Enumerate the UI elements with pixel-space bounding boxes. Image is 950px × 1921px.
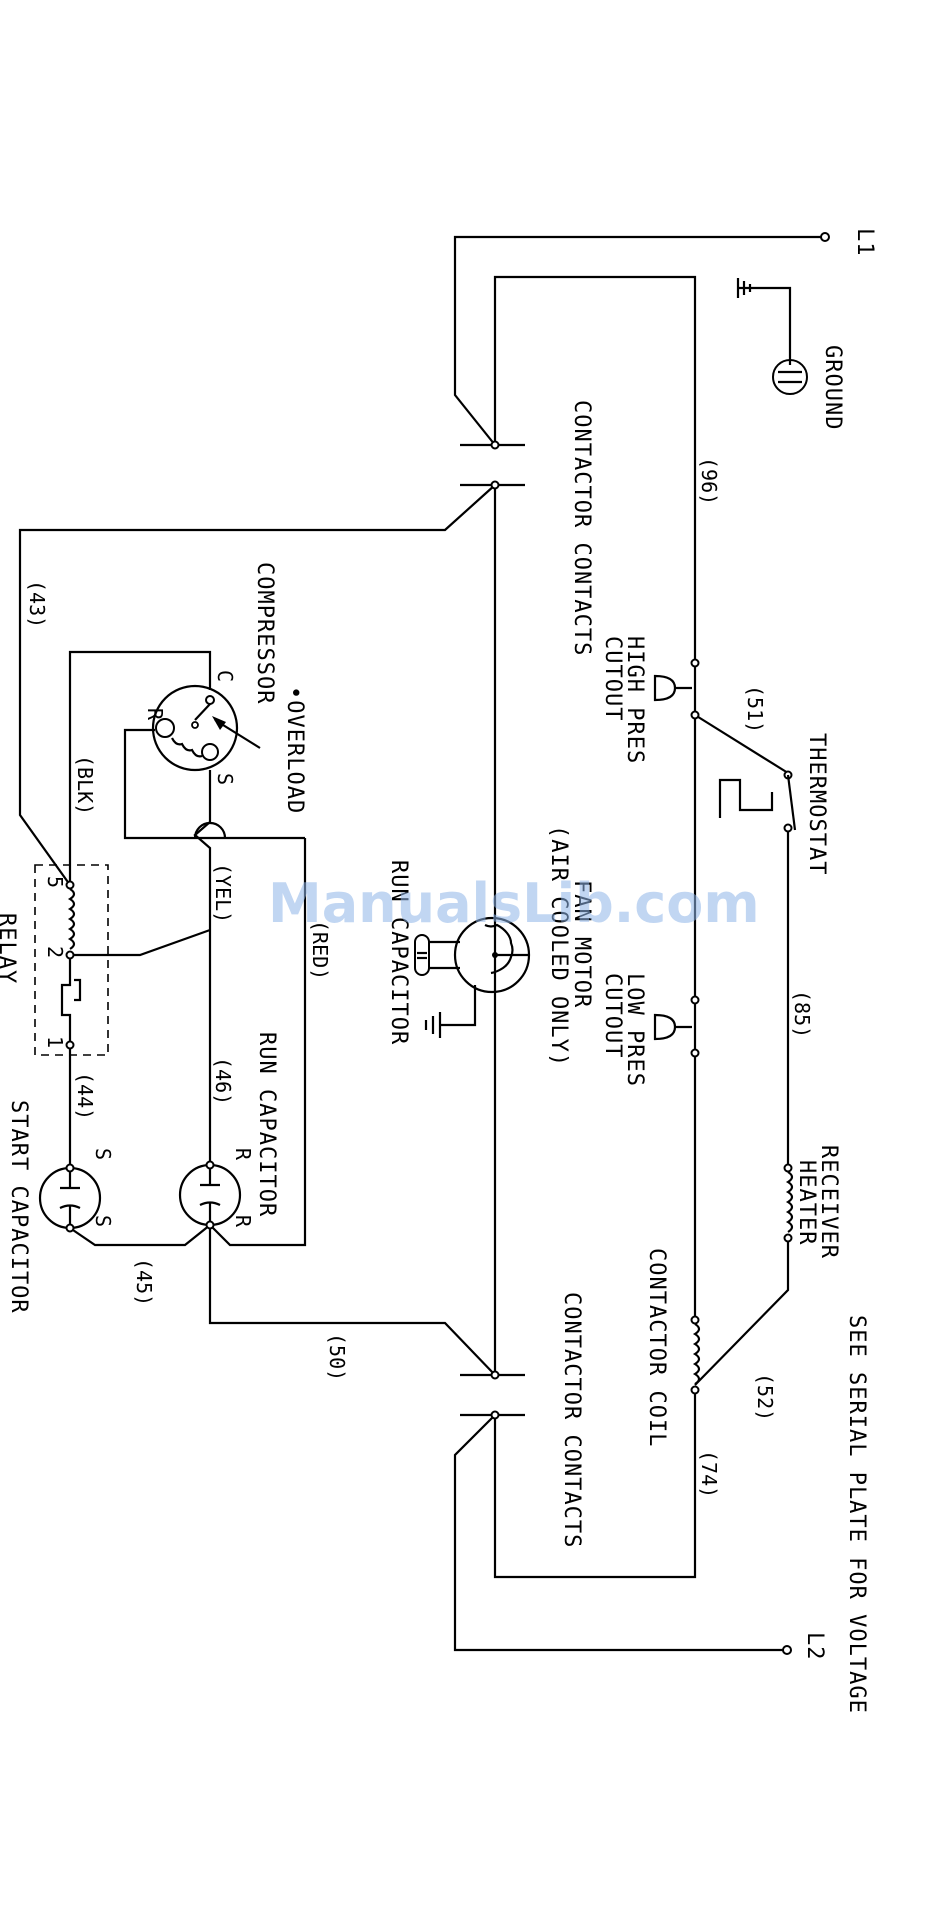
low-pres-cutout xyxy=(653,995,700,1058)
l1-terminal xyxy=(820,232,830,242)
label-wire-44: (44) xyxy=(73,1072,97,1120)
label-runcap-r-bot: R xyxy=(231,1215,255,1228)
contactor-contacts-top xyxy=(460,440,525,490)
label-run-capacitor: RUN CAPACITOR xyxy=(254,1032,279,1217)
wires xyxy=(18,235,825,1652)
label-wire-52: (52) xyxy=(753,1373,777,1421)
wire-45 xyxy=(69,1224,211,1247)
label-startcap-s-top: S xyxy=(91,1148,115,1160)
l2-terminal xyxy=(782,1645,792,1655)
label-wire-50: (50) xyxy=(325,1333,349,1381)
start-capacitor xyxy=(38,1163,102,1233)
label-l2: L2 xyxy=(802,1632,827,1661)
wire-fan-gnd xyxy=(440,985,477,1027)
fan-motor xyxy=(453,916,531,994)
wire-96 xyxy=(493,275,697,665)
wire-red xyxy=(209,838,307,1247)
wire-43 xyxy=(18,484,496,886)
receiver-heater xyxy=(783,1163,794,1243)
label-wire-96: (96) xyxy=(697,457,721,505)
label-wire-74: (74) xyxy=(697,1450,721,1498)
label-air-cooled: (AIR COOLED ONLY) xyxy=(546,825,571,1067)
contactor-coil xyxy=(690,1315,701,1395)
label-receiver: RECEIVER xyxy=(816,1145,841,1259)
label-high-pres: HIGH PRES xyxy=(622,636,647,764)
label-wire-85: (85) xyxy=(790,990,814,1038)
wire-crossover-arc xyxy=(193,821,227,839)
wire-74 xyxy=(493,1390,697,1579)
label-relay-2: 2 xyxy=(43,946,67,958)
label-high-pres-cutout: CUTOUT xyxy=(600,636,625,721)
label-wire-45: (45) xyxy=(132,1258,156,1306)
wire-l2 xyxy=(453,1414,787,1652)
fan-ground-symbol xyxy=(424,1012,442,1038)
label-low-pres: LOW PRES xyxy=(622,973,647,1087)
label-contactor-contacts-top: CONTACTOR CONTACTS xyxy=(569,400,594,656)
relay xyxy=(34,864,109,1056)
label-fan-motor: FAN MOTOR xyxy=(569,880,594,1008)
label-thermostat: THERMOSTAT xyxy=(804,733,829,875)
label-runcap-r-top: R xyxy=(231,1148,255,1161)
text-labels: L1 GROUND SEE SERIAL PLATE FOR VOLTAGE L… xyxy=(0,228,877,1714)
label-relay-1: 1 xyxy=(43,1036,67,1048)
watermark: ManualsLib.com xyxy=(268,872,760,935)
wire-blk xyxy=(68,650,212,885)
label-comp-s: S xyxy=(213,773,237,785)
label-compressor: COMPRESSOR xyxy=(252,562,277,704)
wire-l1 xyxy=(453,235,825,446)
label-wire-blk: (BLK) xyxy=(73,755,97,815)
label-wire-yel: (YEL) xyxy=(211,863,235,923)
wire-heater-out xyxy=(694,1235,790,1386)
wire-51 xyxy=(694,714,789,774)
label-wire-43: (43) xyxy=(25,580,49,628)
label-wire-46: (46) xyxy=(211,1057,235,1105)
fan-run-capacitor xyxy=(414,934,460,976)
compressor xyxy=(151,684,261,772)
wire-comp-r xyxy=(123,728,305,840)
label-overload: •OVERLOAD xyxy=(282,686,307,814)
label-ground: GROUND xyxy=(820,345,845,430)
label-relay: RELAY xyxy=(0,913,19,984)
label-wire-red: (RED) xyxy=(308,920,332,980)
contactor-contacts-bottom xyxy=(460,1370,525,1420)
label-low-pres-cutout: CUTOUT xyxy=(600,973,625,1058)
high-pres-cutout xyxy=(653,658,700,720)
run-capacitor xyxy=(178,1160,242,1230)
label-contactor-contacts-bottom: CONTACTOR CONTACTS xyxy=(559,1292,584,1548)
ground-symbol xyxy=(736,278,808,395)
label-fan-run-capacitor: RUN CAPACITOR xyxy=(386,860,411,1045)
label-contactor-coil: CONTACTOR COIL xyxy=(644,1248,669,1447)
label-l1: L1 xyxy=(852,228,877,257)
label-comp-r: R xyxy=(143,708,167,721)
wire-relay-2 xyxy=(70,928,211,957)
wire-50 xyxy=(208,1225,496,1376)
label-start-capacitor: START CAPACITOR xyxy=(6,1100,31,1314)
label-comp-c: C xyxy=(213,670,237,682)
label-see-serial: SEE SERIAL PLATE FOR VOLTAGE xyxy=(844,1315,869,1714)
label-startcap-s-bot: S xyxy=(91,1215,115,1227)
label-heater: HEATER xyxy=(794,1160,819,1245)
label-relay-5: 5 xyxy=(43,876,67,888)
thermostat xyxy=(718,770,797,833)
label-wire-51: (51) xyxy=(743,685,767,733)
